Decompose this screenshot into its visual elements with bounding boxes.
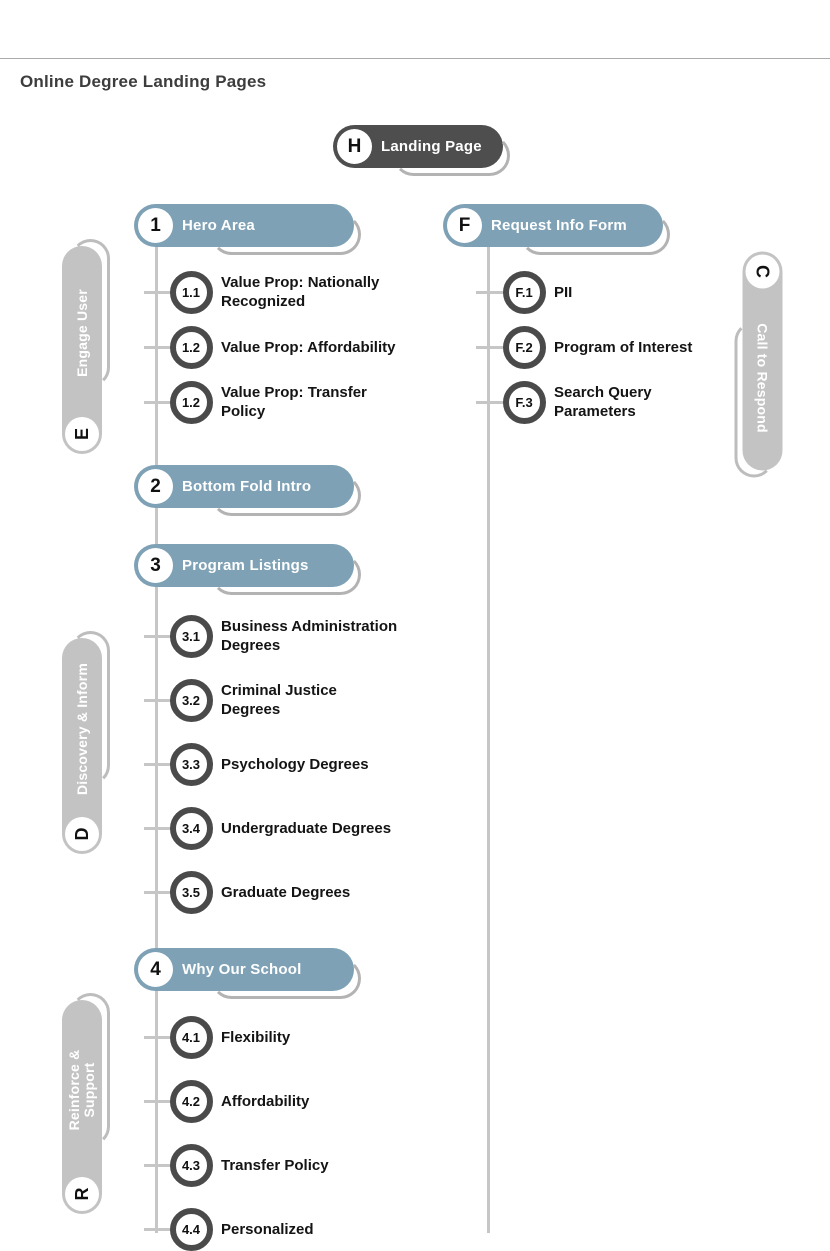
item-label: Undergraduate Degrees (221, 819, 392, 837)
item-label: Criminal Justice Degrees (221, 682, 337, 718)
section-id-badge: 2 (138, 469, 173, 504)
item-id-badge: 4.2 (169, 1079, 213, 1123)
section-pill-why-our-school: 4 Why Our School (134, 948, 361, 999)
item-id-badge: 1.2 (169, 325, 213, 369)
rail-id-badge: E (65, 417, 99, 451)
item-id-badge: 3.5 (169, 870, 213, 914)
item-id-badge: 4.1 (169, 1015, 213, 1059)
item-id-badge: F.2 (502, 325, 546, 369)
item-label: PII (554, 283, 573, 301)
node-landing-page: H Landing Page (333, 125, 510, 176)
item-label: Graduate Degrees (221, 883, 351, 901)
section-id-badge: F (447, 208, 482, 243)
item-label: Search Query Parameters (554, 384, 652, 420)
item-label: Transfer Policy (221, 1156, 329, 1174)
item-label: Affordability (221, 1092, 310, 1110)
rail-label: Call to Respond (755, 323, 771, 433)
rail-call-to-respond: C Call to Respond (742, 251, 783, 471)
item-label: Business Administration Degrees (221, 618, 398, 654)
connector-tick (144, 1227, 171, 1231)
connector-tick (144, 1163, 171, 1167)
section-pill-bottom-fold-intro: 2 Bottom Fold Intro (134, 465, 361, 516)
rail-engage-user: E Engage User (62, 246, 102, 454)
connector-tick (144, 345, 171, 349)
item-label: Value Prop: Nationally Recognized (221, 274, 380, 310)
section-label: Bottom Fold Intro (182, 478, 312, 495)
section-pill-program-listings: 3 Program Listings (134, 544, 361, 595)
item-label: Flexibility (221, 1028, 291, 1046)
rail-label: Reinforce & Support (66, 1049, 97, 1131)
connector-tick (144, 1099, 171, 1103)
item-id-badge: 4.3 (169, 1143, 213, 1187)
item-label: Personalized (221, 1220, 314, 1238)
node-label: Landing Page (381, 138, 482, 155)
rail-discovery-inform: D Discovery & Inform (62, 638, 102, 854)
connector-tick (144, 762, 171, 766)
section-label: Program Listings (182, 557, 309, 574)
page-title: Online Degree Landing Pages (20, 72, 267, 91)
item-id-badge: 4.4 (169, 1207, 213, 1251)
node-id-badge: H (337, 129, 372, 164)
rail-label: Engage User (73, 289, 90, 377)
connector-trunk-left (155, 225, 158, 1233)
item-id-badge: 3.4 (169, 806, 213, 850)
rail-id-badge: R (65, 1177, 99, 1211)
section-pill-request-info-form: F Request Info Form (443, 204, 670, 255)
section-id-badge: 3 (138, 548, 173, 583)
item-label: Psychology Degrees (221, 755, 369, 773)
item-id-badge: 3.3 (169, 742, 213, 786)
rail-reinforce-support: R Reinforce & Support (62, 1000, 102, 1214)
connector-tick (144, 290, 171, 294)
item-label: Value Prop: Affordability (221, 338, 396, 356)
header-divider (0, 58, 830, 59)
item-id-badge: 3.1 (169, 614, 213, 658)
item-label: Value Prop: Transfer Policy (221, 384, 367, 420)
connector-tick (144, 890, 171, 894)
item-id-badge: 1.1 (169, 270, 213, 314)
section-label: Request Info Form (491, 217, 627, 234)
section-pill-hero-area: 1 Hero Area (134, 204, 361, 255)
section-id-badge: 1 (138, 208, 173, 243)
connector-trunk-right (487, 225, 490, 1233)
connector-tick (144, 826, 171, 830)
connector-tick (144, 634, 171, 638)
connector-tick (144, 400, 171, 404)
connector-tick (144, 698, 171, 702)
item-label: Program of Interest (554, 338, 693, 356)
item-id-badge: 1.2 (169, 380, 213, 424)
section-id-badge: 4 (138, 952, 173, 987)
connector-tick (476, 400, 503, 404)
rail-label: Discovery & Inform (73, 663, 90, 795)
item-id-badge: F.1 (502, 270, 546, 314)
connector-tick (476, 290, 503, 294)
connector-tick (476, 345, 503, 349)
rail-id-badge: D (65, 817, 99, 851)
item-id-badge: 3.2 (169, 678, 213, 722)
connector-tick (144, 1035, 171, 1039)
item-id-badge: F.3 (502, 380, 546, 424)
rail-id-badge: C (745, 254, 780, 289)
section-label: Hero Area (182, 217, 255, 234)
section-label: Why Our School (182, 961, 302, 978)
